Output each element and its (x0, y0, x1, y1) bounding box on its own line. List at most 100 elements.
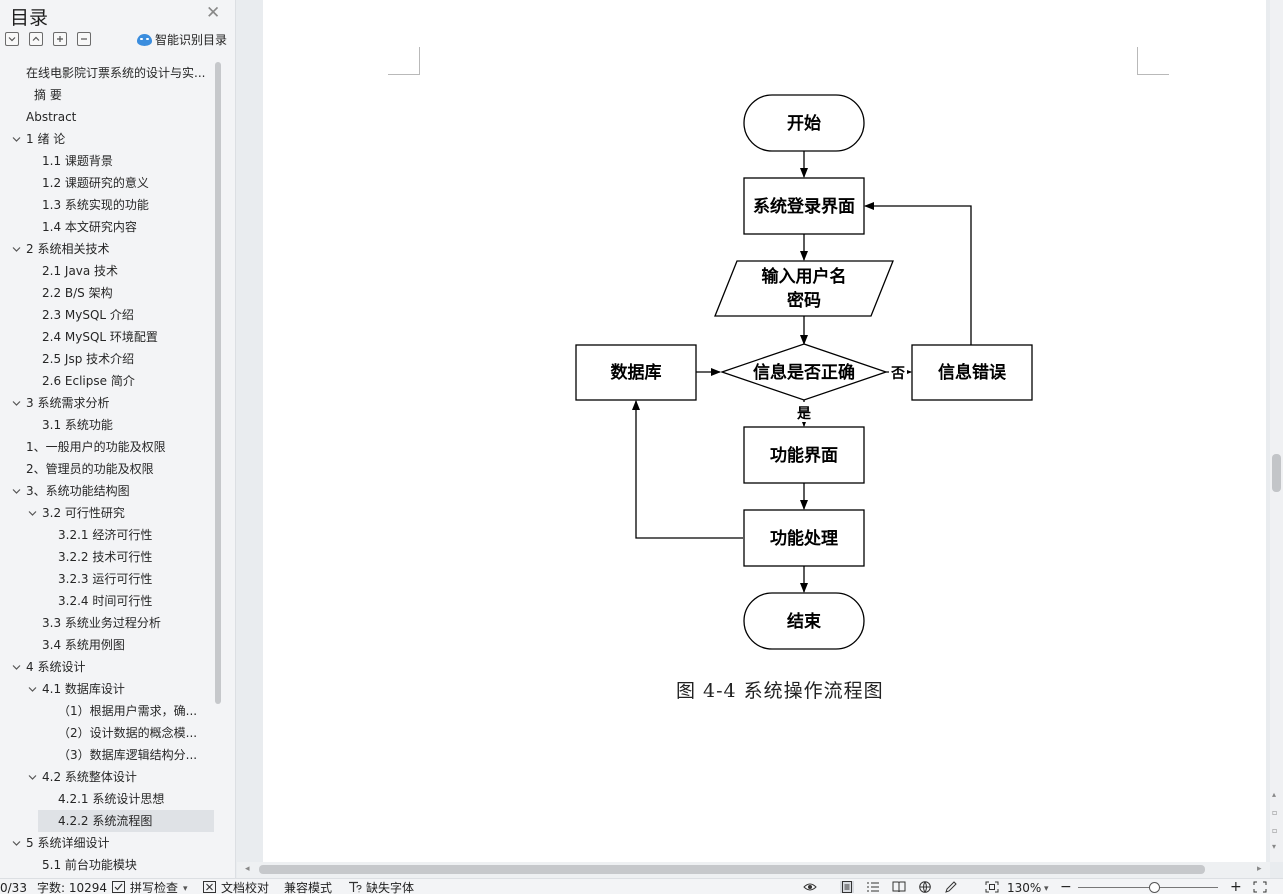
spell-check-dropdown-icon[interactable]: ▾ (183, 884, 188, 894)
toc-item[interactable]: Abstract (0, 106, 222, 128)
toc-item[interactable]: 2.2 B/S 架构 (0, 282, 222, 304)
toc-item[interactable]: 3.3 系统业务过程分析 (0, 612, 222, 634)
expand-all-icon[interactable] (29, 32, 43, 46)
document-area: 开始 系统登录界面 输入用户名 密码 信息是否正确 数据库 信息错误 功能界面 … (237, 0, 1270, 862)
arrow-proc-db (632, 400, 743, 539)
close-icon[interactable]: ✕ (206, 3, 221, 23)
horizontal-scroll-thumb[interactable] (259, 865, 1205, 874)
toc-item[interactable]: 摘 要 (0, 84, 222, 106)
collapse-all-icon[interactable] (5, 32, 19, 46)
toc-item[interactable]: 3.2.2 技术可行性 (0, 546, 222, 568)
toc-scrollbar[interactable] (215, 62, 221, 704)
toc-item[interactable]: 3 系统需求分析 (0, 392, 222, 414)
vertical-scrollbar[interactable]: ▴ ▫ ▫ ▾ (1270, 0, 1283, 862)
page-view-icon[interactable] (840, 881, 854, 893)
login-label: 系统登录界面 (753, 196, 855, 217)
chevron-down-icon[interactable] (12, 663, 21, 672)
toc-item-label: 4.2 系统整体设计 (42, 770, 137, 784)
chevron-down-icon[interactable] (28, 509, 37, 518)
checkbox-checked-icon[interactable] (112, 881, 126, 893)
missing-font-button[interactable]: 缺失字体 (366, 881, 415, 894)
word-count[interactable]: 字数: 10294 (37, 881, 108, 894)
toc-item[interactable]: 4 系统设计 (0, 656, 222, 678)
doc-proofread-button[interactable]: 文档校对 (221, 881, 270, 894)
toc-item[interactable]: 3.1 系统功能 (0, 414, 222, 436)
toc-item[interactable]: 3、系统功能结构图 (0, 480, 222, 502)
zoom-in-icon[interactable]: + (1230, 879, 1242, 894)
toc-item[interactable]: 3.2.4 时间可行性 (0, 590, 222, 612)
toc-item[interactable]: 1.1 课题背景 (0, 150, 222, 172)
smart-toc-button[interactable]: 智能识别目录 (137, 31, 227, 48)
toc-item[interactable]: 1、一般用户的功能及权限 (0, 436, 222, 458)
toc-item-label: 3、系统功能结构图 (26, 484, 130, 498)
chevron-down-icon[interactable] (28, 685, 37, 694)
scroll-down-icon[interactable]: ▾ (1272, 842, 1277, 851)
page-indicator[interactable]: 0/33 (0, 881, 27, 894)
outline-view-icon[interactable] (866, 881, 880, 893)
toc-item[interactable]: 3.2.1 经济可行性 (0, 524, 222, 546)
toc-item[interactable]: 3.2 可行性研究 (0, 502, 222, 524)
page-corner-mark-left (388, 47, 420, 75)
fullscreen-icon[interactable] (1253, 881, 1267, 893)
vertical-scroll-thumb[interactable] (1272, 454, 1281, 492)
toc-item[interactable]: 2.5 Jsp 技术介绍 (0, 348, 222, 370)
eye-protection-icon[interactable] (803, 881, 817, 893)
toc-item-label: 4 系统设计 (26, 660, 86, 674)
horizontal-scrollbar[interactable]: ◂ ▸ (237, 862, 1270, 878)
zoom-dropdown-icon[interactable]: ▾ (1044, 884, 1049, 894)
toc-item[interactable]: 1.3 系统实现的功能 (0, 194, 222, 216)
add-heading-icon[interactable] (53, 32, 67, 46)
chevron-down-icon[interactable] (12, 135, 21, 144)
missing-font-icon[interactable] (348, 881, 362, 893)
toc-item[interactable]: 2.6 Eclipse 简介 (0, 370, 222, 392)
toc-item[interactable]: 2.1 Java 技术 (0, 260, 222, 282)
chevron-down-icon[interactable] (12, 487, 21, 496)
proofread-icon[interactable] (203, 881, 217, 893)
scroll-left-icon[interactable]: ◂ (245, 864, 250, 874)
toc-item[interactable]: 2、管理员的功能及权限 (0, 458, 222, 480)
chevron-down-icon[interactable] (28, 773, 37, 782)
prev-page-icon[interactable]: ▫ (1272, 808, 1278, 817)
zoom-out-icon[interactable]: − (1060, 879, 1072, 894)
next-page-icon[interactable]: ▫ (1272, 826, 1278, 835)
toc-item[interactable]: 2 系统相关技术 (0, 238, 222, 260)
toc-item-label: （3）数据库逻辑结构分... (58, 748, 198, 762)
chevron-down-icon[interactable] (12, 245, 21, 254)
toc-item[interactable]: 1.4 本文研究内容 (0, 216, 222, 238)
toc-item[interactable]: （2）设计数据的概念模... (0, 722, 222, 744)
web-view-icon[interactable] (918, 881, 932, 893)
reading-view-icon[interactable] (892, 881, 906, 893)
toc-item[interactable]: 5.1 前台功能模块 (0, 854, 222, 876)
toc-item-label: 2.3 MySQL 介绍 (42, 308, 134, 322)
chevron-down-icon[interactable] (12, 839, 21, 848)
toc-item[interactable]: 4.2 系统整体设计 (0, 766, 222, 788)
toc-item[interactable]: 3.2.3 运行可行性 (0, 568, 222, 590)
toc-item-label: 1 绪 论 (26, 132, 66, 146)
remove-heading-icon[interactable] (77, 32, 91, 46)
toc-item[interactable]: 4.1 数据库设计 (0, 678, 222, 700)
func-proc-box (743, 509, 865, 567)
toc-item-label: 1.4 本文研究内容 (42, 220, 137, 234)
zoom-slider-track[interactable] (1078, 887, 1218, 888)
toc-item[interactable]: 5 系统详细设计 (0, 832, 222, 854)
status-bar: 0/33 字数: 10294 拼写检查 ▾ 文档校对 兼容模式 缺失字体 (0, 878, 1283, 894)
spell-check-button[interactable]: 拼写检查 (130, 881, 179, 894)
toc-item[interactable]: 1.2 课题研究的意义 (0, 172, 222, 194)
toc-item[interactable]: （1）根据用户需求，确... (0, 700, 222, 722)
zoom-slider-handle[interactable] (1149, 882, 1160, 893)
pen-icon[interactable] (944, 881, 958, 893)
scroll-right-icon[interactable]: ▸ (1257, 864, 1262, 874)
toc-item[interactable]: 在线电影院订票系统的设计与实... (0, 62, 222, 84)
toc-item-label: 3.1 系统功能 (42, 418, 113, 432)
zoom-level[interactable]: 130% (1007, 881, 1042, 894)
scroll-up-icon[interactable]: ▴ (1272, 790, 1277, 799)
toc-item[interactable]: 2.4 MySQL 环境配置 (0, 326, 222, 348)
chevron-down-icon[interactable] (12, 399, 21, 408)
fit-page-icon[interactable] (985, 881, 999, 893)
toc-item[interactable]: 4.2.2 系统流程图 (38, 810, 214, 832)
toc-item[interactable]: 1 绪 论 (0, 128, 222, 150)
toc-item[interactable]: 4.2.1 系统设计思想 (0, 788, 222, 810)
toc-item[interactable]: （3）数据库逻辑结构分... (0, 744, 222, 766)
toc-item[interactable]: 2.3 MySQL 介绍 (0, 304, 222, 326)
toc-item[interactable]: 3.4 系统用例图 (0, 634, 222, 656)
